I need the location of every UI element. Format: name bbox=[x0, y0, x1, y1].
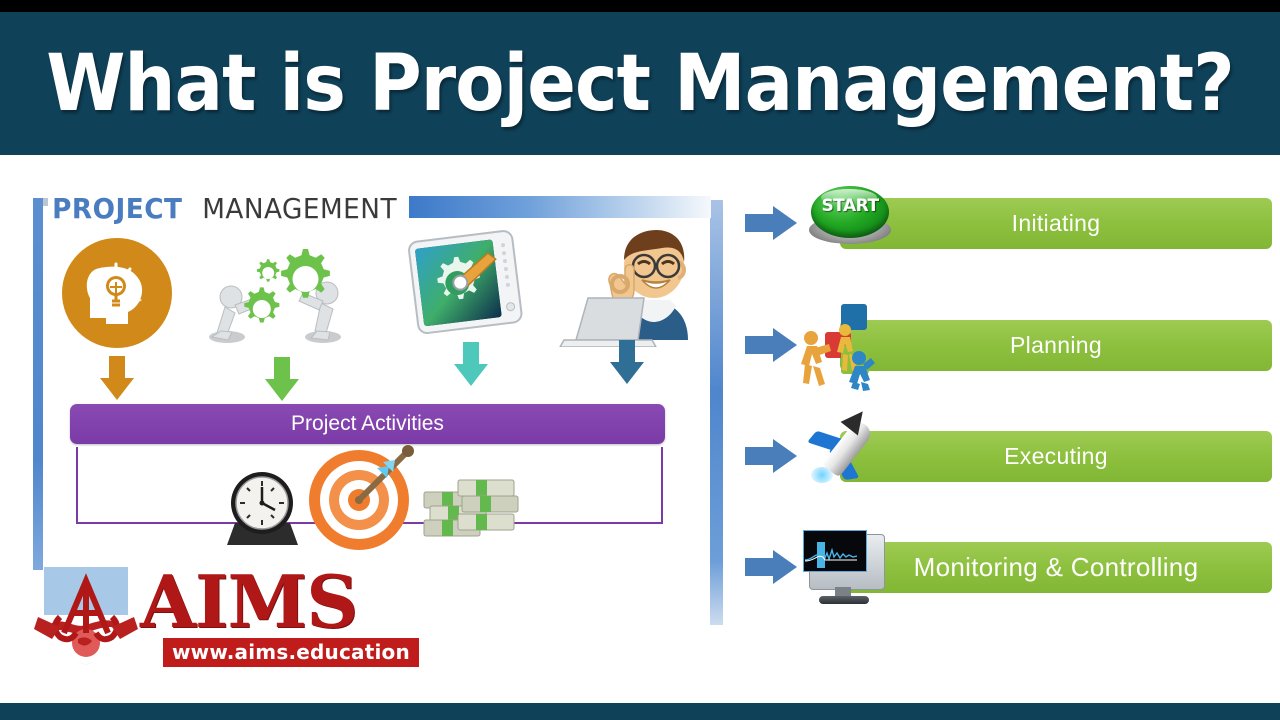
phase-arrow-icon-1 bbox=[745, 206, 797, 240]
phase-monitoring-controlling[interactable]: Monitoring & Controlling bbox=[735, 524, 1280, 610]
input-arrow-3 bbox=[454, 342, 488, 386]
diagram-right-rail bbox=[710, 200, 723, 625]
project-phases-list: Initiating START Planning bbox=[735, 160, 1280, 705]
clock-icon bbox=[225, 465, 300, 550]
tablet-gear-settings-icon bbox=[408, 230, 528, 386]
input-arrow-4 bbox=[610, 340, 644, 384]
start-button-icon: START bbox=[797, 180, 893, 266]
people-building-blocks-icon bbox=[797, 302, 893, 391]
aims-crest-icon bbox=[34, 567, 138, 665]
diagram-header-management: MANAGEMENT bbox=[201, 191, 397, 225]
aims-logo: AIMS www.aims.education bbox=[30, 555, 419, 670]
man-with-laptop-icon bbox=[558, 222, 693, 384]
phase-arrow-icon-3 bbox=[745, 439, 797, 473]
page-title: What is Project Management? bbox=[46, 38, 1235, 129]
phase-label-4: Monitoring & Controlling bbox=[913, 552, 1199, 582]
input-arrow-1 bbox=[100, 356, 134, 400]
project-activities-bar: Project Activities bbox=[70, 404, 665, 444]
phase-label-3: Executing bbox=[1004, 443, 1108, 469]
phase-initiating[interactable]: Initiating START bbox=[735, 180, 1280, 266]
phase-bar-1: Initiating bbox=[840, 198, 1272, 249]
aims-wordmark: AIMS bbox=[140, 559, 358, 644]
diagram-header: PROJECT MANAGEMENT bbox=[48, 191, 409, 225]
top-black-bar bbox=[0, 0, 1280, 12]
phase-arrow-icon-2 bbox=[745, 328, 797, 362]
aims-url-banner: www.aims.education bbox=[163, 638, 419, 667]
idea-head-icon bbox=[62, 238, 172, 400]
money-stacks-icon bbox=[420, 470, 520, 550]
diagram-header-project: PROJECT bbox=[52, 191, 183, 225]
phase-arrow-icon-4 bbox=[745, 550, 797, 584]
rocket-launch-icon bbox=[797, 404, 893, 499]
phase-executing[interactable]: Executing bbox=[735, 404, 1280, 499]
phase-label-2: Planning bbox=[1010, 332, 1102, 358]
monitor-chart-icon bbox=[797, 524, 893, 610]
gears-teamwork-icon bbox=[205, 245, 360, 401]
diagram-left-rail bbox=[33, 198, 43, 570]
phase-bar-3: Executing bbox=[840, 431, 1272, 482]
phase-bar-2: Planning bbox=[840, 320, 1272, 371]
diagram-header-gradient-bar bbox=[378, 196, 711, 218]
phase-bar-4: Monitoring & Controlling bbox=[840, 542, 1272, 593]
bottom-navy-bar bbox=[0, 703, 1280, 720]
phase-planning[interactable]: Planning bbox=[735, 302, 1280, 391]
title-banner bbox=[0, 12, 1280, 155]
target-dartboard-icon bbox=[303, 442, 423, 554]
phase-label-1: Initiating bbox=[1011, 210, 1101, 236]
input-arrow-2 bbox=[265, 357, 299, 401]
project-activities-label: Project Activities bbox=[291, 412, 444, 435]
project-management-diagram: PROJECT MANAGEMENT bbox=[0, 160, 735, 705]
